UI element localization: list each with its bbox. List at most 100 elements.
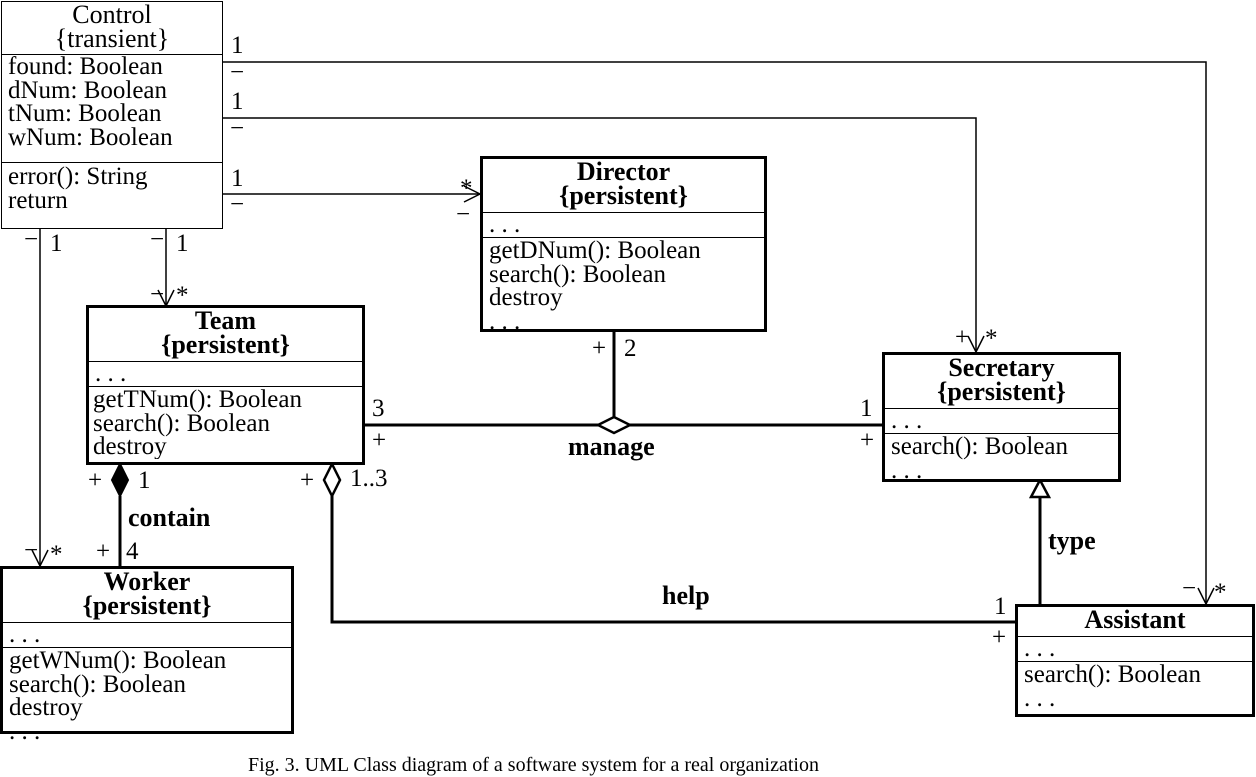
class-stereotype: {persistent} [82, 591, 212, 620]
multiplicity-label: 1 [176, 230, 189, 257]
visibility-label: + [955, 324, 970, 351]
attributes-section: . . . [483, 212, 764, 237]
operations-section: search(): Boolean . . . [885, 433, 1118, 482]
attributes-section: . . . [885, 408, 1118, 433]
class-secretary: Secretary {persistent} . . . search(): B… [882, 352, 1121, 482]
operation: return [8, 186, 68, 214]
class-name: Assistant [1084, 605, 1186, 634]
operation: . . . [489, 307, 521, 333]
class-stereotype: {persistent} [937, 377, 1066, 406]
attribute: . . . [9, 622, 41, 647]
multiplicity-label: 1 [231, 165, 244, 192]
class-name: Team [194, 306, 257, 335]
multiplicity-label: * [50, 541, 63, 568]
class-header: Worker {persistent} [3, 567, 291, 620]
operation: getWNum(): Boolean [9, 647, 227, 674]
figure-caption: Fig. 3. UML Class diagram of a software … [248, 754, 819, 776]
operation: getTNum(): Boolean [93, 386, 302, 413]
class-header: Control {transient} [2, 0, 222, 53]
operation: . . . [1024, 684, 1056, 710]
multiplicity-label: * [985, 325, 998, 352]
operation: getDNum(): Boolean [489, 237, 701, 264]
class-control: Control {transient} found: Boolean dNum:… [1, 1, 223, 229]
operation: . . . [9, 717, 41, 743]
operation: search(): Boolean [891, 433, 1069, 460]
attribute: . . . [1024, 636, 1056, 661]
help-line [330, 496, 1016, 624]
visibility-label: + [592, 335, 607, 362]
visibility-label: + [88, 467, 103, 494]
visibility-label: + [300, 467, 315, 494]
attributes-section: . . . [3, 622, 291, 647]
class-header: Assistant [1018, 605, 1252, 634]
visibility-label: − [230, 59, 245, 86]
operation: destroy [9, 694, 83, 721]
attribute: . . . [489, 212, 521, 237]
class-name: Control [72, 0, 152, 29]
class-stereotype: {persistent} [559, 181, 688, 210]
multiplicity-label: 3 [372, 395, 385, 422]
operations-section: error(): String return . . . [2, 162, 222, 227]
class-header: Secretary {persistent} [885, 355, 1118, 406]
operations-section: search(): Boolean . . . [1018, 661, 1252, 710]
contain-composition-diamond [110, 461, 130, 499]
multiplicity-label: 1 [231, 32, 244, 59]
operation: error(): String [8, 163, 148, 190]
visibility-label: + [992, 624, 1007, 651]
attribute: tNum: Boolean [8, 100, 162, 127]
attributes-section: . . . [1018, 636, 1252, 661]
control-assistant-link [222, 61, 1207, 604]
class-team: Team {persistent} . . . getTNum(): Boole… [86, 305, 365, 465]
class-director: Director {persistent} . . . getDNum(): B… [480, 156, 767, 333]
multiplicity-label: * [1214, 579, 1227, 606]
operations-section: getTNum(): Boolean search(): Boolean des… [89, 386, 362, 459]
visibility-label: − [230, 115, 245, 142]
class-stereotype: {transient} [54, 24, 170, 53]
operation: search(): Boolean [489, 260, 667, 288]
attribute: dNum: Boolean [8, 76, 168, 104]
multiplicity-label: 1 [860, 395, 873, 422]
multiplicity-label: 1 [231, 88, 244, 115]
operation: search(): Boolean [93, 409, 271, 437]
association-name-contain: contain [128, 503, 211, 532]
multiplicity-label: 1..3 [350, 465, 388, 492]
help-aggregation-diamond [322, 461, 342, 499]
multiplicity-label: 4 [126, 538, 139, 565]
attribute: . . . [8, 147, 40, 162]
class-assistant: Assistant . . . search(): Boolean . . . [1015, 604, 1255, 717]
visibility-label: + [96, 538, 111, 565]
visibility-label: + [860, 427, 875, 454]
class-name: Worker [103, 567, 191, 596]
operation: . . . [8, 210, 40, 227]
class-header: Team {persistent} [89, 306, 362, 359]
class-name: Director [576, 157, 671, 186]
visibility-label: − [1182, 575, 1197, 602]
class-header: Director {persistent} [483, 157, 764, 210]
attribute: . . . [891, 408, 923, 433]
class-worker: Worker {persistent} . . . getWNum(): Boo… [0, 566, 294, 743]
attribute: . . . [95, 361, 127, 386]
control-secretary-link [222, 117, 977, 352]
operation: . . . [891, 456, 923, 482]
visibility-label: + [372, 427, 387, 454]
operation: search(): Boolean [1024, 661, 1202, 688]
visibility-label: − [150, 226, 165, 253]
attributes-section: found: Boolean dNum: Boolean tNum: Boole… [2, 54, 222, 162]
class-stereotype: {persistent} [161, 330, 290, 359]
multiplicity-label: 1 [50, 230, 63, 257]
operation: search(): Boolean [9, 670, 187, 698]
manage-diamond [595, 415, 633, 435]
multiplicity-label: 2 [624, 335, 637, 362]
multiplicity-label: * [460, 175, 473, 202]
operations-section: getDNum(): Boolean search(): Boolean des… [483, 237, 764, 333]
attribute: wNum: Boolean [8, 123, 173, 151]
association-name-type: type [1048, 526, 1096, 555]
visibility-label: − [456, 201, 471, 228]
multiplicity-label: * [176, 282, 189, 309]
visibility-label: − [24, 226, 39, 253]
attribute: found: Boolean [8, 54, 163, 80]
operation: destroy [489, 284, 563, 311]
association-name-manage: manage [568, 432, 655, 461]
operations-section: getWNum(): Boolean search(): Boolean des… [3, 647, 291, 743]
